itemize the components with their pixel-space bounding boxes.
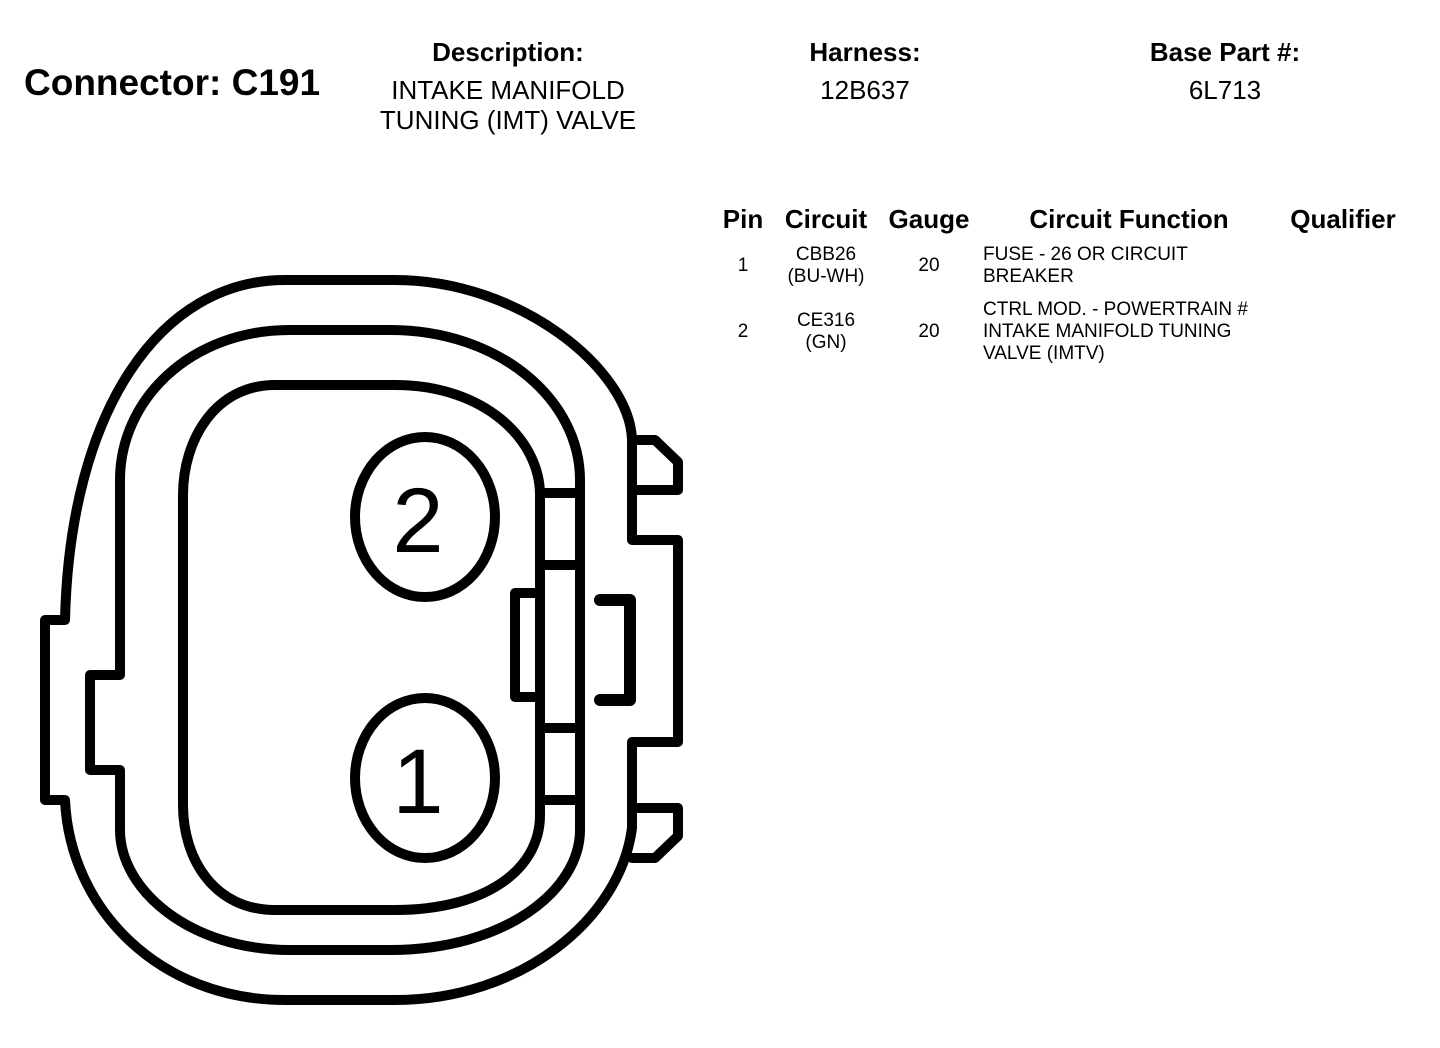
pin-cell: 2: [737, 321, 749, 342]
column-header-circuit-function: Circuit Function: [1029, 204, 1229, 234]
harness-block: Harness: 12B637: [770, 37, 960, 105]
connector-face-diagram: 2 1: [40, 275, 683, 1005]
connector-outer-housing: [40, 275, 683, 1005]
connector-middle-shroud: [85, 325, 585, 955]
pin-1-label: 1: [392, 731, 443, 833]
connector-title: Connector: C191: [24, 62, 321, 103]
gauge-cell: 20: [918, 255, 940, 276]
column-header-qualifier: Qualifier: [1290, 204, 1396, 234]
function-line: BREAKER: [983, 266, 1074, 287]
column-header-gauge: Gauge: [888, 204, 970, 234]
lock-ramp-upper: [535, 488, 585, 570]
circuit-id: CE316: [796, 310, 856, 331]
lock-ramp-lower: [535, 723, 585, 805]
table-row: 2 CE316 (GN) 20 CTRL MOD. - POWERTRAIN #…: [712, 299, 1412, 369]
description-line: INTAKE MANIFOLD: [391, 75, 625, 105]
pin-1-cavity: [350, 693, 500, 863]
function-line: INTAKE MANIFOLD TUNING: [983, 321, 1232, 342]
latch-button: [594, 594, 636, 706]
pin-cell: 1: [737, 255, 749, 276]
latch-hook-upper: [627, 435, 683, 495]
latch-hook-lower: [627, 803, 683, 863]
base-part-label: Base Part #:: [1149, 37, 1301, 67]
table-row: 1 CBB26 (BU-WH) 20 FUSE - 26 OR CIRCUIT …: [712, 244, 1412, 292]
circuit-id: CBB26: [795, 244, 857, 265]
circuit-color: (GN): [805, 332, 847, 353]
circuit-cell: CBB26 (BU-WH): [778, 244, 874, 288]
lock-tab: [510, 588, 545, 702]
base-part-block: Base Part #: 6L713: [1120, 37, 1330, 105]
function-line: VALVE (IMTV): [983, 343, 1105, 364]
function-line: FUSE - 26 OR CIRCUIT: [983, 244, 1188, 265]
pin-2-cavity: [350, 432, 500, 602]
circuit-cell: CE316 (GN): [778, 310, 874, 354]
gauge-cell: 20: [918, 321, 940, 342]
harness-value: 12B637: [820, 75, 910, 105]
description-label: Description:: [432, 37, 584, 67]
description-value: INTAKE MANIFOLD TUNING (IMT) VALVE: [350, 75, 666, 135]
column-header-circuit: Circuit: [784, 204, 868, 234]
column-header-pin: Pin: [722, 204, 764, 234]
base-part-value: 6L713: [1188, 75, 1262, 105]
description-block: Description: INTAKE MANIFOLD TUNING (IMT…: [350, 37, 666, 135]
function-line: CTRL MOD. - POWERTRAIN #: [983, 299, 1248, 320]
connector-inner-cavity: [178, 380, 545, 915]
circuit-color: (BU-WH): [787, 266, 865, 287]
pin-2-label: 2: [392, 470, 443, 572]
description-line: TUNING (IMT) VALVE: [379, 105, 637, 135]
circuit-function-cell: FUSE - 26 OR CIRCUIT BREAKER: [983, 244, 1293, 288]
harness-label: Harness:: [809, 37, 921, 67]
circuit-function-cell: CTRL MOD. - POWERTRAIN # INTAKE MANIFOLD…: [983, 299, 1293, 365]
